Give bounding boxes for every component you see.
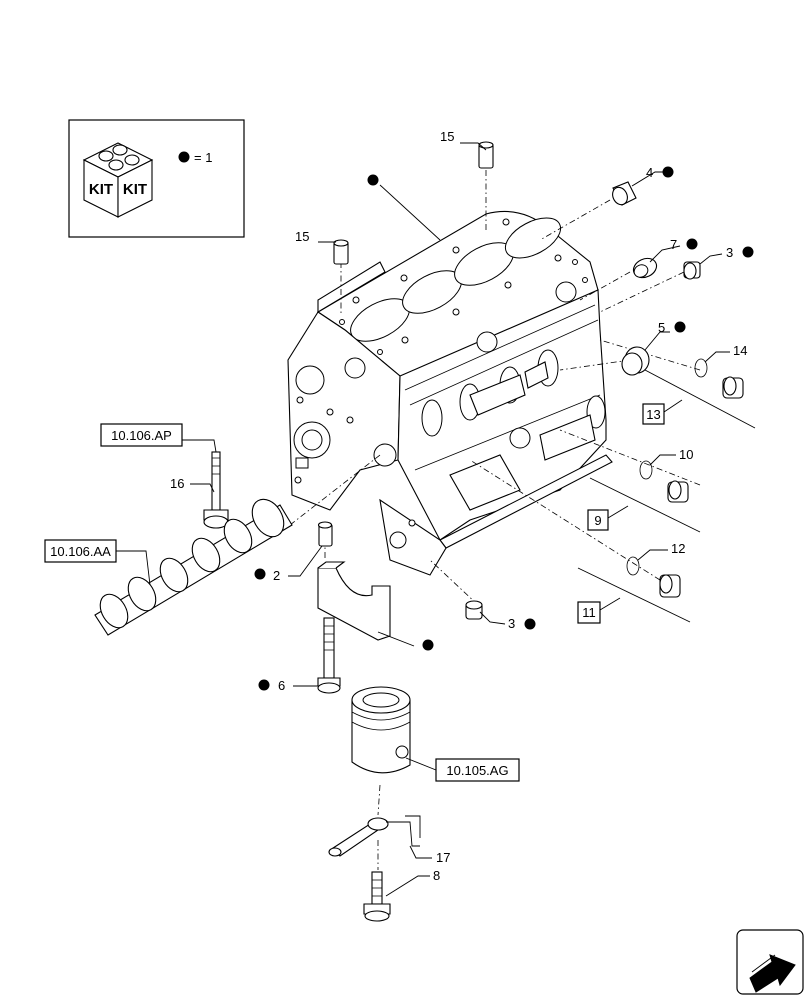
part-10-snap-ring[interactable] — [639, 460, 653, 480]
kit-box-icon: KIT KIT — [82, 142, 154, 218]
callout-9[interactable]: 9 — [594, 513, 601, 528]
callout-17[interactable]: 17 — [436, 850, 450, 865]
part-2-dowel[interactable] — [317, 521, 333, 547]
callout-10[interactable]: 10 — [679, 447, 693, 462]
callout-6[interactable]: 6 — [278, 678, 285, 693]
part-14-snap-ring[interactable] — [694, 358, 708, 378]
kit-label-right: KIT — [123, 181, 147, 198]
callout-5[interactable]: 5 — [658, 320, 665, 335]
ref-10-105-ag[interactable]: 10.105.AG — [446, 763, 508, 778]
part-5-cap[interactable] — [621, 346, 650, 376]
callout-8[interactable]: 8 — [433, 868, 440, 883]
part-11-plug[interactable] — [659, 574, 681, 598]
callout-12[interactable]: 12 — [671, 541, 685, 556]
callouts: 15 15 4 7 3 5 14 10 12 3 16 2 6 17 8 13 … — [170, 129, 747, 883]
reference-links: 10.106.AP 10.106.AA 10.105.AG — [44, 423, 520, 782]
kit-equals-text: = 1 — [194, 150, 212, 165]
engine-block — [287, 211, 613, 576]
part-6-bolt[interactable] — [317, 617, 341, 694]
callout-13[interactable]: 13 — [646, 407, 660, 422]
part-12-snap-ring[interactable] — [626, 556, 640, 576]
part-7-bushing[interactable] — [630, 255, 659, 281]
callout-3-upper[interactable]: 3 — [726, 245, 733, 260]
part-8-bolt[interactable] — [363, 871, 391, 922]
camshaft[interactable] — [94, 494, 293, 636]
kit-indicator-dots — [254, 166, 754, 691]
callout-11[interactable]: 11 — [582, 605, 596, 620]
leader-lines — [116, 142, 756, 897]
part-17-piston-cooling-jet[interactable] — [328, 815, 421, 857]
part-15-dowel-left[interactable] — [333, 239, 349, 265]
piston[interactable] — [351, 686, 411, 774]
ref-10-106-aa[interactable]: 10.106.AA — [50, 544, 111, 559]
kit-legend: KIT KIT = 1 — [68, 119, 245, 238]
part-4-plug[interactable] — [610, 181, 637, 207]
part-16-bolt[interactable] — [203, 451, 229, 529]
callout-3-lower[interactable]: 3 — [508, 616, 515, 631]
callout-2[interactable]: 2 — [273, 568, 280, 583]
deck-bolt-holes — [339, 218, 588, 355]
ref-10-106-ap[interactable]: 10.106.AP — [111, 428, 172, 443]
callout-16[interactable]: 16 — [170, 476, 184, 491]
navigation-arrow-icon[interactable] — [736, 929, 804, 995]
kit-label-left: KIT — [89, 181, 113, 198]
callout-15-top[interactable]: 15 — [440, 129, 454, 144]
callout-7[interactable]: 7 — [670, 237, 677, 252]
kit-bullet-icon — [178, 151, 190, 163]
callout-15-left[interactable]: 15 — [295, 229, 309, 244]
part-9-plug[interactable] — [667, 480, 689, 503]
callout-14[interactable]: 14 — [733, 343, 747, 358]
part-13-plug[interactable] — [722, 376, 744, 399]
callout-4[interactable]: 4 — [646, 165, 653, 180]
part-3-plug-upper[interactable] — [683, 261, 701, 280]
main-bearing-cap[interactable] — [317, 561, 391, 641]
part-3-plug-lower[interactable] — [465, 600, 483, 620]
